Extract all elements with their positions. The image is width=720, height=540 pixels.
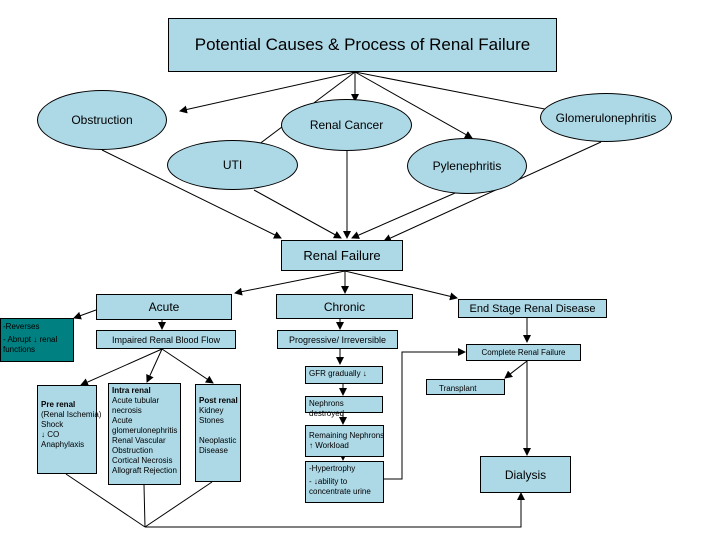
hypertrophy-box: -Hypertrophy - ↓ability to concentrate u…: [305, 461, 384, 503]
chronic-box: Chronic: [276, 294, 413, 319]
esrd-box: End Stage Renal Disease: [458, 299, 607, 318]
progressive-box: Progressive/ Irreversible: [277, 330, 398, 349]
reverses-note-line: -Reverses: [3, 322, 40, 331]
intra-renal-item: Renal Vascular: [112, 436, 166, 445]
hypertrophy-line: - ↓ability to: [309, 477, 348, 486]
intra-renal-title: Intra renal: [112, 386, 151, 395]
hypertrophy-line: concentrate urine: [309, 487, 371, 496]
cause-obstruction: Obstruction: [37, 90, 167, 150]
pre-renal-item: (Renal Ischemia): [41, 410, 102, 419]
acute-box: Acute: [96, 294, 232, 320]
intra-renal-item: Obstruction: [112, 446, 153, 455]
intra-renal-item: glomerulonephritis: [112, 426, 178, 435]
reverses-note: -Reverses - Abrupt ↓ renal functions: [0, 318, 74, 362]
intra-renal-item: Allograft Rejection: [112, 466, 177, 475]
cause-glomerulonephritis: Glomerulonephritis: [540, 93, 672, 142]
remaining-nephrons-box: Remaining Nephrons ↑ Workload: [305, 425, 384, 457]
post-renal-item: Disease: [199, 446, 228, 455]
post-renal-item: Neoplastic: [199, 436, 237, 445]
reverses-note-line: - Abrupt ↓ renal: [3, 335, 58, 344]
pre-renal-item: Shock: [41, 420, 64, 429]
intra-renal-item: Cortical Necrosis: [112, 456, 173, 465]
page-title: Potential Causes & Process of Renal Fail…: [168, 18, 557, 72]
intra-renal-item: Acute tubular: [112, 396, 160, 405]
intra-renal-item: necrosis: [112, 406, 142, 415]
post-renal-item: Stones: [199, 416, 224, 425]
cause-uti: UTI: [167, 140, 298, 190]
renal-failure-box: Renal Failure: [281, 240, 403, 271]
gfr-box: GFR gradually ↓: [305, 366, 383, 384]
remaining-nephrons-line: ↑ Workload: [309, 441, 349, 450]
post-renal-title: Post renal: [199, 396, 238, 405]
impaired-flow-box: Impaired Renal Blood Flow: [96, 330, 236, 349]
transplant-box: Transplant: [426, 379, 505, 395]
reverses-note-line: functions: [3, 345, 36, 354]
pre-renal-item: ↓ CO: [41, 430, 60, 439]
pre-renal-title: Pre renal: [41, 400, 76, 409]
hypertrophy-line: -Hypertrophy: [309, 464, 356, 473]
pre-renal-box: Pre renal (Renal Ischemia) Shock ↓ CO An…: [37, 385, 102, 474]
pre-renal-item: Anaphylaxis: [41, 440, 85, 449]
remaining-nephrons-line: Remaining Nephrons: [309, 431, 385, 440]
cause-renal-cancer: Renal Cancer: [281, 99, 412, 151]
post-renal-item: [199, 426, 237, 436]
intra-renal-item: Acute: [112, 416, 133, 425]
dialysis-box: Dialysis: [480, 456, 571, 493]
nephrons-destroyed-box: Nephrons destroyed: [305, 396, 383, 418]
post-renal-item: Kidney: [199, 406, 224, 415]
cause-pylenephritis: Pylenephritis: [407, 138, 527, 194]
complete-renal-failure-box: Complete Renal Failure: [466, 344, 581, 361]
intra-renal-box: Intra renal Acute tubular necrosis Acute…: [108, 383, 181, 485]
post-renal-box: Post renal Kidney Stones Neoplastic Dise…: [195, 384, 241, 482]
